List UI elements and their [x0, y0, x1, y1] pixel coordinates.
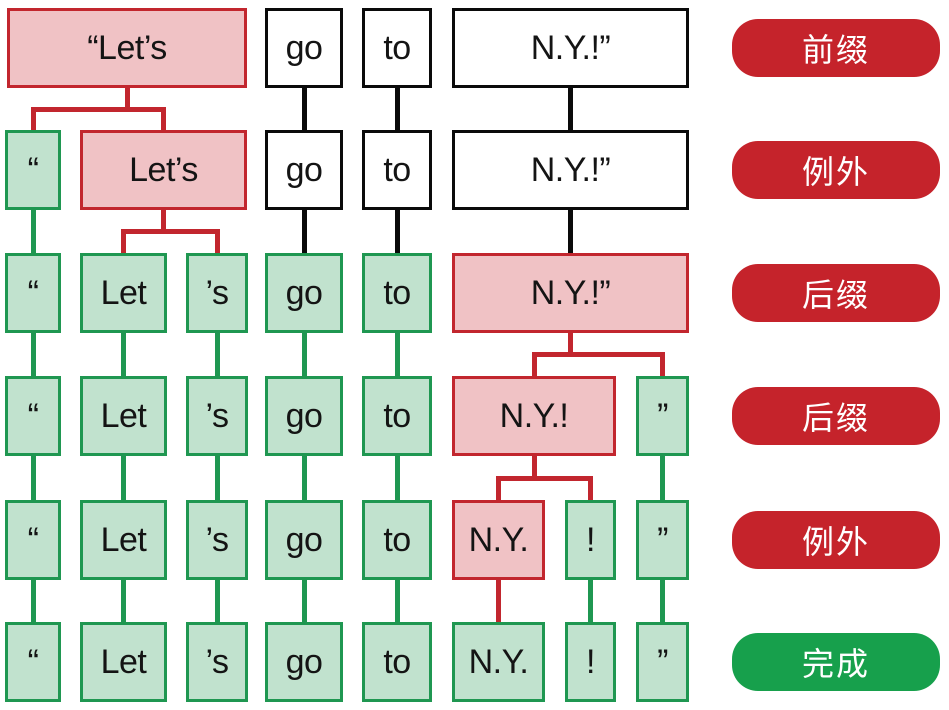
- token-box-quote_l-row6: “: [5, 622, 61, 702]
- token-box-go-row6: go: [265, 622, 343, 702]
- connector-s-row4: [214, 456, 220, 500]
- connector-bang-row5: [588, 580, 593, 622]
- token-box-go-row2: go: [265, 130, 343, 210]
- connector-to-row2: [394, 210, 400, 253]
- token-box-to-row3: to: [362, 253, 432, 333]
- branch-stem-lets: [161, 210, 166, 234]
- branch-drop-ny_full-to-ny_bang: [531, 352, 537, 376]
- connector-s-row5: [214, 580, 220, 622]
- token-box-let-row5: Let: [80, 500, 167, 580]
- token-box-go-row5: go: [265, 500, 343, 580]
- connector-ny_full-row2: [568, 210, 573, 253]
- connector-to-row3: [394, 333, 400, 376]
- token-box-ny-row5: N.Y.: [452, 500, 545, 580]
- token-box-quote_l-row2: “: [5, 130, 61, 210]
- token-box-go-row3: go: [265, 253, 343, 333]
- token-box-ny_bang-row4: N.Y.!: [452, 376, 616, 456]
- token-box-s-row4: ’s: [186, 376, 248, 456]
- token-box-ny_full-row1: N.Y.!”: [452, 8, 689, 88]
- branch-stem-lets_full: [124, 88, 130, 112]
- stage-label-row6: 完成: [732, 633, 940, 691]
- token-box-bang-row6: !: [565, 622, 616, 702]
- token-box-s-row6: ’s: [186, 622, 248, 702]
- connector-ny_full-row1: [568, 88, 573, 130]
- token-box-quote_r-row4: ”: [636, 376, 689, 456]
- branch-stem-ny_full: [568, 333, 573, 357]
- connector-quote_r-row4: [660, 456, 665, 500]
- branch-bar-lets: [121, 229, 220, 234]
- branch-drop-lets_full-to-lets: [161, 106, 166, 130]
- branch-drop-ny_bang-to-bang: [588, 475, 593, 500]
- connector-quote_r-row5: [660, 580, 665, 622]
- stage-label-row5: 例外: [732, 511, 940, 569]
- token-box-ny-row6: N.Y.: [452, 622, 545, 702]
- token-box-to-row2: to: [362, 130, 432, 210]
- token-box-quote_l-row4: “: [5, 376, 61, 456]
- connector-go-row2: [301, 210, 307, 253]
- connector-let-row5: [121, 580, 126, 622]
- token-box-quote_r-row5: ”: [636, 500, 689, 580]
- connector-quote_l-row4: [30, 456, 36, 500]
- connector-let-row3: [121, 333, 126, 376]
- connector-go-row1: [301, 88, 307, 130]
- token-box-quote_l-row5: “: [5, 500, 61, 580]
- token-box-quote_l-row3: “: [5, 253, 61, 333]
- connector-go-row3: [301, 333, 307, 376]
- branch-bar-ny_bang: [496, 475, 593, 481]
- branch-drop-lets_full-to-quote_l: [30, 106, 36, 130]
- token-box-ny_full-row2: N.Y.!”: [452, 130, 689, 210]
- connector-to-row4: [394, 456, 400, 500]
- connector-quote_l-row3: [30, 333, 36, 376]
- token-box-ny_full-row3: N.Y.!”: [452, 253, 689, 333]
- connector-go-row5: [301, 580, 307, 622]
- token-box-to-row5: to: [362, 500, 432, 580]
- stage-label-row3: 后缀: [732, 264, 940, 322]
- token-box-let-row4: Let: [80, 376, 167, 456]
- token-box-let-row3: Let: [80, 253, 167, 333]
- branch-drop-lets-to-let: [121, 229, 126, 253]
- connector-s-row3: [214, 333, 220, 376]
- token-box-quote_r-row6: ”: [636, 622, 689, 702]
- connector-go-row4: [301, 456, 307, 500]
- token-box-s-row3: ’s: [186, 253, 248, 333]
- connector-ny-row5: [496, 580, 501, 622]
- token-box-to-row1: to: [362, 8, 432, 88]
- connector-to-row1: [394, 88, 400, 130]
- connector-quote_l-row5: [30, 580, 36, 622]
- branch-bar-ny_full: [531, 352, 665, 357]
- connector-to-row5: [394, 580, 400, 622]
- token-box-go-row1: go: [265, 8, 343, 88]
- stage-label-row2: 例外: [732, 141, 940, 199]
- connector-let-row4: [121, 456, 126, 500]
- branch-drop-ny_full-to-quote_r: [660, 352, 665, 376]
- connector-quote_l-row2: [30, 210, 36, 253]
- stage-label-row1: 前缀: [732, 19, 940, 77]
- token-box-to-row4: to: [362, 376, 432, 456]
- token-box-lets-row2: Let’s: [80, 130, 247, 210]
- branch-drop-lets-to-s: [214, 229, 220, 253]
- token-box-let-row6: Let: [80, 622, 167, 702]
- token-box-bang-row5: !: [565, 500, 616, 580]
- token-box-go-row4: go: [265, 376, 343, 456]
- token-box-lets_full-row1: “Let’s: [7, 8, 247, 88]
- branch-bar-lets_full: [30, 106, 166, 112]
- branch-drop-ny_bang-to-ny: [496, 475, 501, 500]
- branch-stem-ny_bang: [531, 456, 537, 481]
- stage-label-row4: 后缀: [732, 387, 940, 445]
- token-box-to-row6: to: [362, 622, 432, 702]
- token-box-s-row5: ’s: [186, 500, 248, 580]
